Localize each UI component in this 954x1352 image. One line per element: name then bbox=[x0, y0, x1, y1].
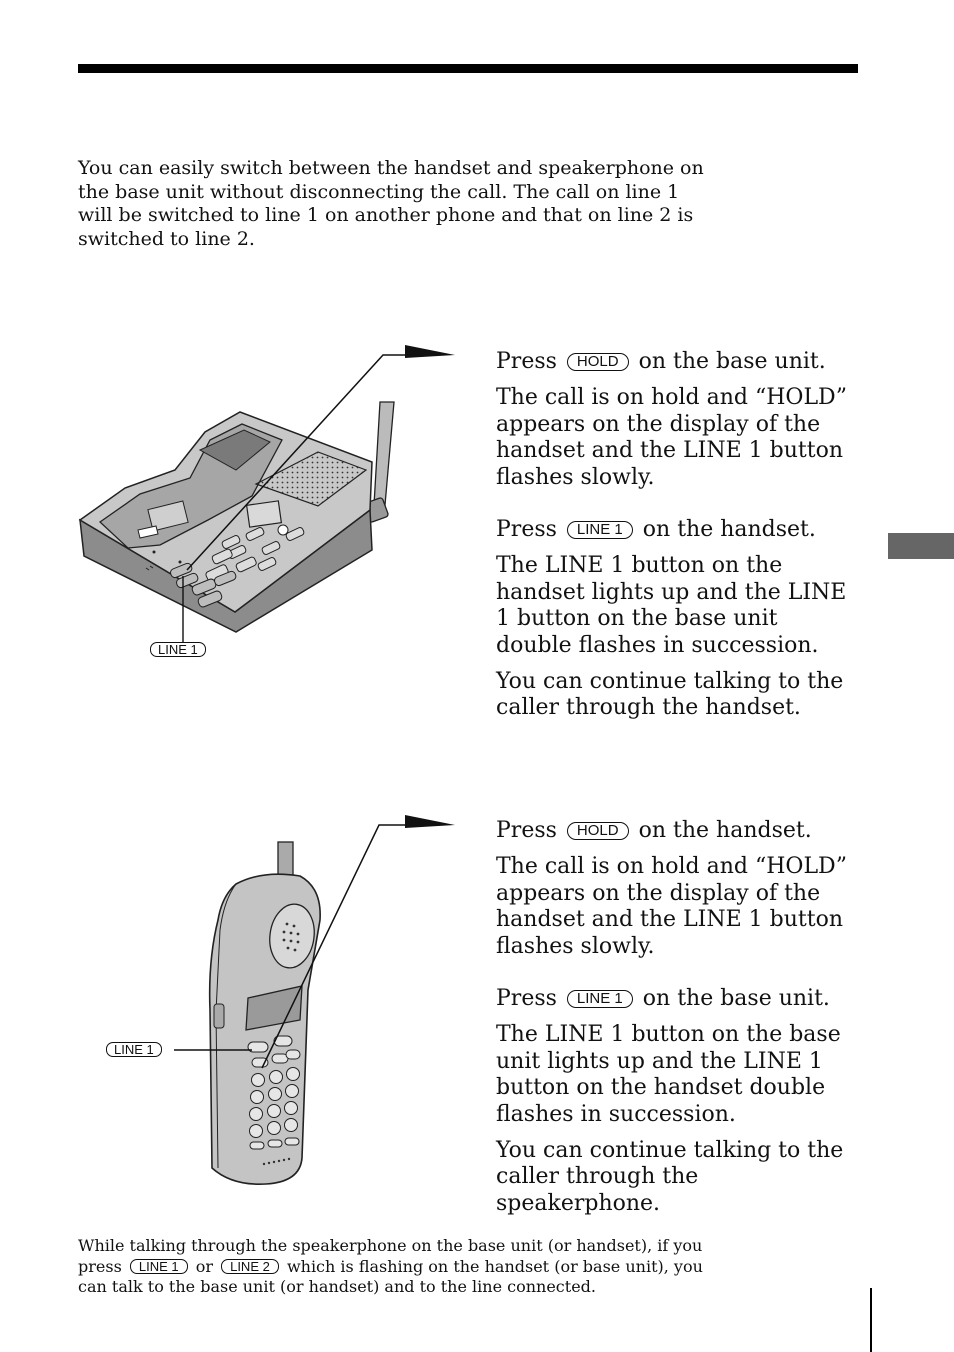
handset-illustration bbox=[174, 815, 455, 1185]
base-unit-illustration bbox=[78, 345, 455, 642]
hold-key: HOLD bbox=[566, 353, 629, 371]
step-instruction: Press LINE 1 on the base unit. bbox=[496, 986, 830, 1011]
step-description: The LINE 1 button on the handset lights … bbox=[496, 553, 847, 658]
intro-paragraph: You can easily switch between the handse… bbox=[78, 157, 704, 250]
step-description: The call is on hold and “HOLD” appears o… bbox=[496, 854, 847, 959]
section1-step2: Press LINE 1 on the handset. The LINE 1 … bbox=[496, 517, 856, 732]
section2-step2: Press LINE 1 on the base unit. The LINE … bbox=[496, 986, 856, 1227]
step-description-2: You can continue talking to the caller t… bbox=[496, 1138, 844, 1216]
line1-key: LINE 1 bbox=[566, 990, 633, 1008]
step-instruction: Press HOLD on the handset. bbox=[496, 818, 812, 843]
step-description: The LINE 1 button on the base unit light… bbox=[496, 1022, 841, 1127]
hold-key: HOLD bbox=[566, 822, 629, 840]
line1-callout-base: LINE 1 bbox=[150, 642, 206, 657]
line1-key: LINE 1 bbox=[129, 1258, 188, 1274]
page-edge-rule bbox=[870, 1288, 872, 1352]
section-tab-marker bbox=[888, 533, 954, 559]
line1-callout-handset: LINE 1 bbox=[106, 1042, 162, 1057]
step-instruction: Press HOLD on the base unit. bbox=[496, 349, 826, 374]
line2-key: LINE 2 bbox=[221, 1258, 279, 1274]
note-paragraph: While talking through the speakerphone o… bbox=[78, 1236, 703, 1297]
step-instruction: Press LINE 1 on the handset. bbox=[496, 517, 816, 542]
step-description: The call is on hold and “HOLD” appears o… bbox=[496, 385, 847, 490]
line1-key: LINE 1 bbox=[566, 521, 633, 539]
step-description-2: You can continue talking to the caller t… bbox=[496, 669, 844, 721]
section2-step1: Press HOLD on the handset. The call is o… bbox=[496, 818, 856, 970]
header-rule bbox=[78, 64, 858, 73]
section1-step1: Press HOLD on the base unit. The call is… bbox=[496, 349, 856, 501]
